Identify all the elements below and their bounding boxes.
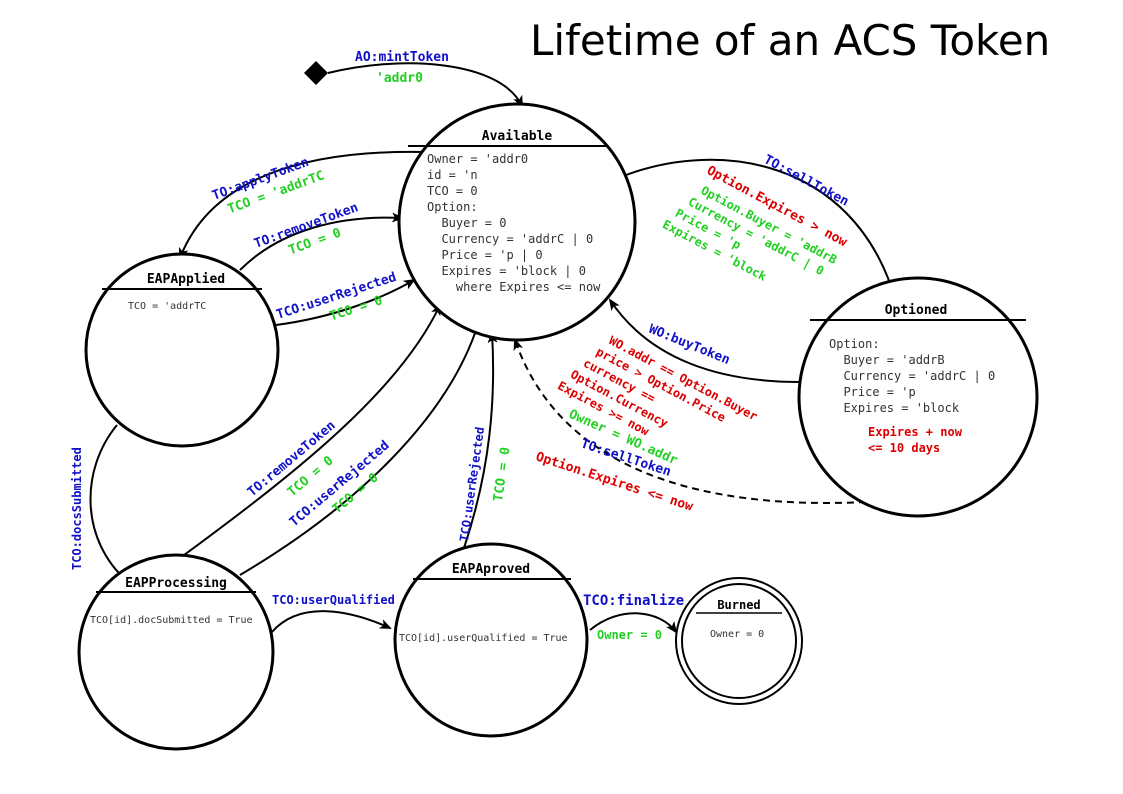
label-docs-action: TCO:docsSubmitted [70, 447, 84, 570]
edge-remove1 [239, 212, 404, 271]
state-optioned-name: Optioned [885, 303, 948, 318]
label-reject3-action: TCO:userRejected [457, 426, 487, 542]
state-optioned-constraint: <= 10 days [868, 441, 940, 455]
state-optioned-var: Currency = 'addrC | 0 [829, 369, 995, 383]
state-eap-processing-var: TCO[id].docSubmitted = True [90, 615, 253, 626]
state-burned: Burned Owner = 0 [675, 577, 803, 705]
state-available-var: Buyer = 0 [427, 216, 506, 230]
state-eap-aproved: EAPAproved TCO[id].userQualified = True [393, 542, 589, 738]
state-available-var: TCO = 0 [427, 184, 478, 198]
edge-docs [89, 424, 130, 584]
label-reject3-effect: TCO = 0 [491, 446, 514, 503]
edge-apply [178, 150, 423, 260]
state-available-name: Available [482, 129, 553, 144]
diagram-title: Lifetime of an ACS Token [530, 16, 1050, 65]
state-optioned-var: Buyer = 'addrB [829, 353, 945, 367]
state-available-var: Expires = 'block | 0 [427, 264, 586, 278]
label-qualified-action: TCO:userQualified [272, 593, 395, 607]
state-available: Available Owner = 'addr0 id = 'n TCO = 0… [397, 102, 637, 342]
state-available-var: Price = 'p | 0 [427, 248, 543, 262]
state-eap-applied-var: TCO = 'addrTC [128, 301, 206, 312]
initial-state-marker [304, 61, 328, 85]
state-optioned: Optioned Option: Buyer = 'addrB Currency… [797, 276, 1039, 518]
state-burned-name: Burned [717, 598, 760, 612]
edge-qualified [271, 610, 392, 633]
edge-reject1 [275, 278, 416, 326]
state-eap-aproved-name: EAPAproved [452, 562, 530, 577]
state-available-var: Currency = 'addrC | 0 [427, 232, 593, 246]
state-eap-applied-name: EAPApplied [147, 272, 225, 287]
edge-mint [304, 61, 523, 108]
label-mint-effect: 'addr0 [376, 71, 423, 86]
state-optioned-var: Option: [829, 337, 880, 351]
state-burned-var: Owner = 0 [710, 629, 764, 640]
state-available-var: Option: [427, 200, 478, 214]
edge-buy [608, 298, 801, 383]
state-optioned-constraint: Expires + now [868, 425, 963, 439]
state-eap-applied: EAPApplied TCO = 'addrTC [84, 252, 280, 448]
state-available-var: id = 'n [427, 168, 478, 182]
state-optioned-var: Price = 'p [829, 385, 916, 399]
edge-remove2 [179, 303, 441, 559]
label-finalize-action: TCO:finalize [583, 593, 684, 609]
edge-sell [625, 158, 895, 294]
state-optioned-var: Expires = 'block [829, 401, 960, 415]
state-available-var: Owner = 'addr0 [427, 152, 528, 166]
edge-finalize [589, 612, 678, 634]
edge-reject2 [239, 316, 482, 576]
state-eap-aproved-var: TCO[id].userQualified = True [399, 633, 568, 644]
label-mint-action: AO:mintToken [355, 50, 449, 65]
state-eap-processing-name: EAPProcessing [125, 576, 227, 591]
edge-reject3 [463, 331, 498, 549]
state-eap-processing: EAPProcessing TCO[id].docSubmitted = Tru… [77, 553, 275, 751]
edge-resell [513, 338, 867, 504]
state-available-var: where Expires <= now [427, 280, 601, 294]
label-finalize-effect: Owner = 0 [597, 628, 662, 642]
